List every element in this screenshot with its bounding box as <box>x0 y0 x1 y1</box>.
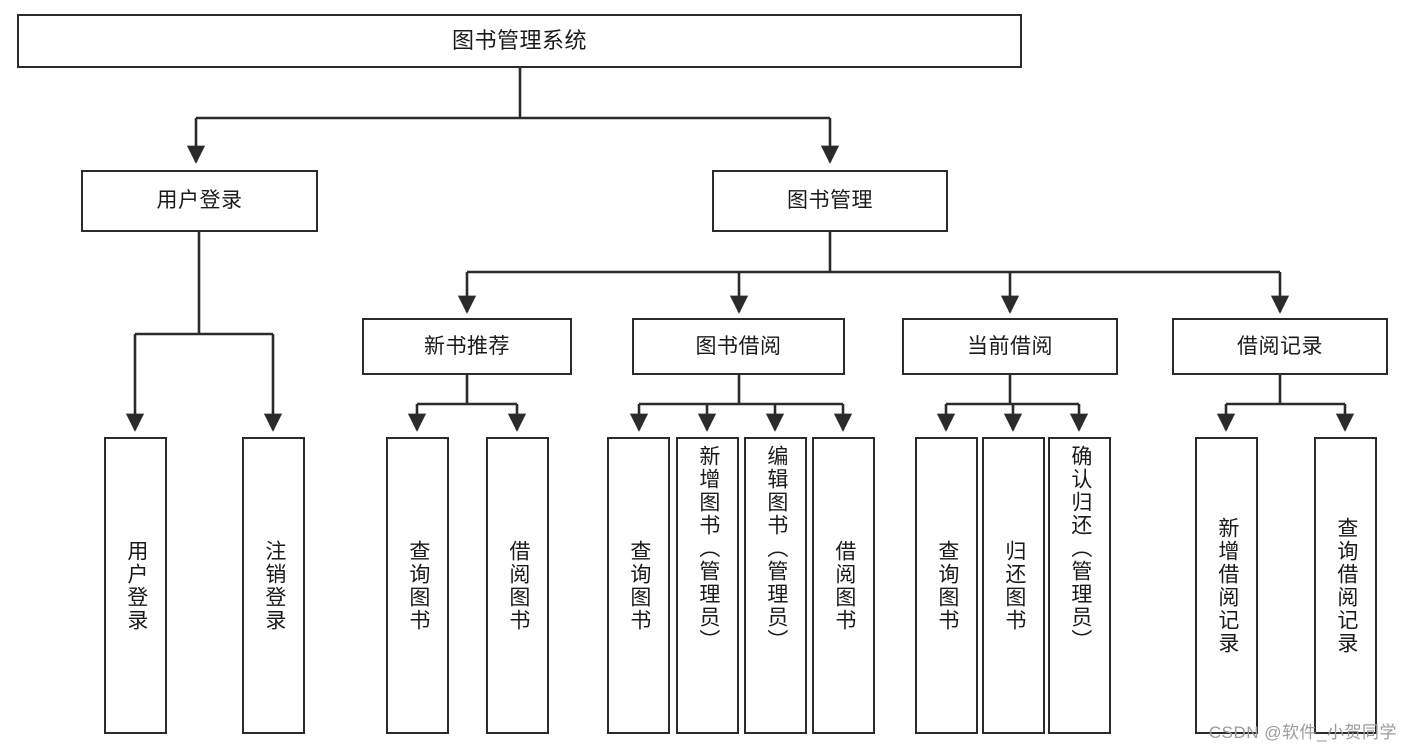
node-book-manage-label: 图书管理 <box>787 189 873 213</box>
node-leaf-query-book-2-label: 查询图书 <box>627 539 651 632</box>
csdn-watermark: CSDN @软件_小贺同学 <box>1208 723 1397 742</box>
node-leaf-query-book-3[interactable]: 查询图书 <box>915 437 978 734</box>
node-new-book-rec[interactable]: 新书推荐 <box>362 318 572 375</box>
node-leaf-borrow-book-1[interactable]: 借阅图书 <box>486 437 549 734</box>
node-borrow-record[interactable]: 借阅记录 <box>1172 318 1388 375</box>
node-leaf-add-book-label: 新增图书（管理员） <box>696 445 720 652</box>
node-leaf-query-book-3-label: 查询图书 <box>935 539 959 632</box>
node-leaf-confirm-return[interactable]: 确认归还（管理员） <box>1048 437 1111 734</box>
node-leaf-logout-label: 注销登录 <box>262 539 286 632</box>
node-leaf-borrow-book-1-label: 借阅图书 <box>506 539 530 632</box>
node-leaf-add-record-label: 新增借阅记录 <box>1215 516 1239 655</box>
node-leaf-query-book-1-label: 查询图书 <box>406 539 430 632</box>
node-leaf-user-login[interactable]: 用户登录 <box>104 437 167 734</box>
node-leaf-user-login-label: 用户登录 <box>124 539 148 632</box>
node-leaf-borrow-book-2[interactable]: 借阅图书 <box>812 437 875 734</box>
node-leaf-edit-book-label: 编辑图书（管理员） <box>764 445 788 652</box>
node-root[interactable]: 图书管理系统 <box>17 14 1022 68</box>
node-leaf-logout[interactable]: 注销登录 <box>242 437 305 734</box>
node-current-borrow-label: 当前借阅 <box>967 334 1053 358</box>
node-current-borrow[interactable]: 当前借阅 <box>902 318 1118 375</box>
node-leaf-confirm-return-label: 确认归还（管理员） <box>1068 445 1092 652</box>
node-borrow-record-label: 借阅记录 <box>1237 334 1323 358</box>
node-root-label: 图书管理系统 <box>451 27 587 53</box>
node-leaf-add-record[interactable]: 新增借阅记录 <box>1195 437 1258 734</box>
node-leaf-query-record[interactable]: 查询借阅记录 <box>1314 437 1377 734</box>
node-leaf-return-book-label: 归还图书 <box>1002 539 1026 632</box>
node-leaf-query-record-label: 查询借阅记录 <box>1334 516 1358 655</box>
node-leaf-return-book[interactable]: 归还图书 <box>982 437 1045 734</box>
node-new-book-rec-label: 新书推荐 <box>424 334 510 358</box>
node-book-borrow[interactable]: 图书借阅 <box>632 318 845 375</box>
node-leaf-add-book[interactable]: 新增图书（管理员） <box>676 437 739 734</box>
node-book-borrow-label: 图书借阅 <box>695 334 782 358</box>
node-leaf-borrow-book-2-label: 借阅图书 <box>832 539 856 632</box>
node-leaf-query-book-2[interactable]: 查询图书 <box>607 437 670 734</box>
node-leaf-edit-book[interactable]: 编辑图书（管理员） <box>744 437 807 734</box>
node-book-manage[interactable]: 图书管理 <box>712 170 948 232</box>
node-user-login-label: 用户登录 <box>156 189 243 213</box>
node-user-login[interactable]: 用户登录 <box>81 170 318 232</box>
node-leaf-query-book-1[interactable]: 查询图书 <box>386 437 449 734</box>
